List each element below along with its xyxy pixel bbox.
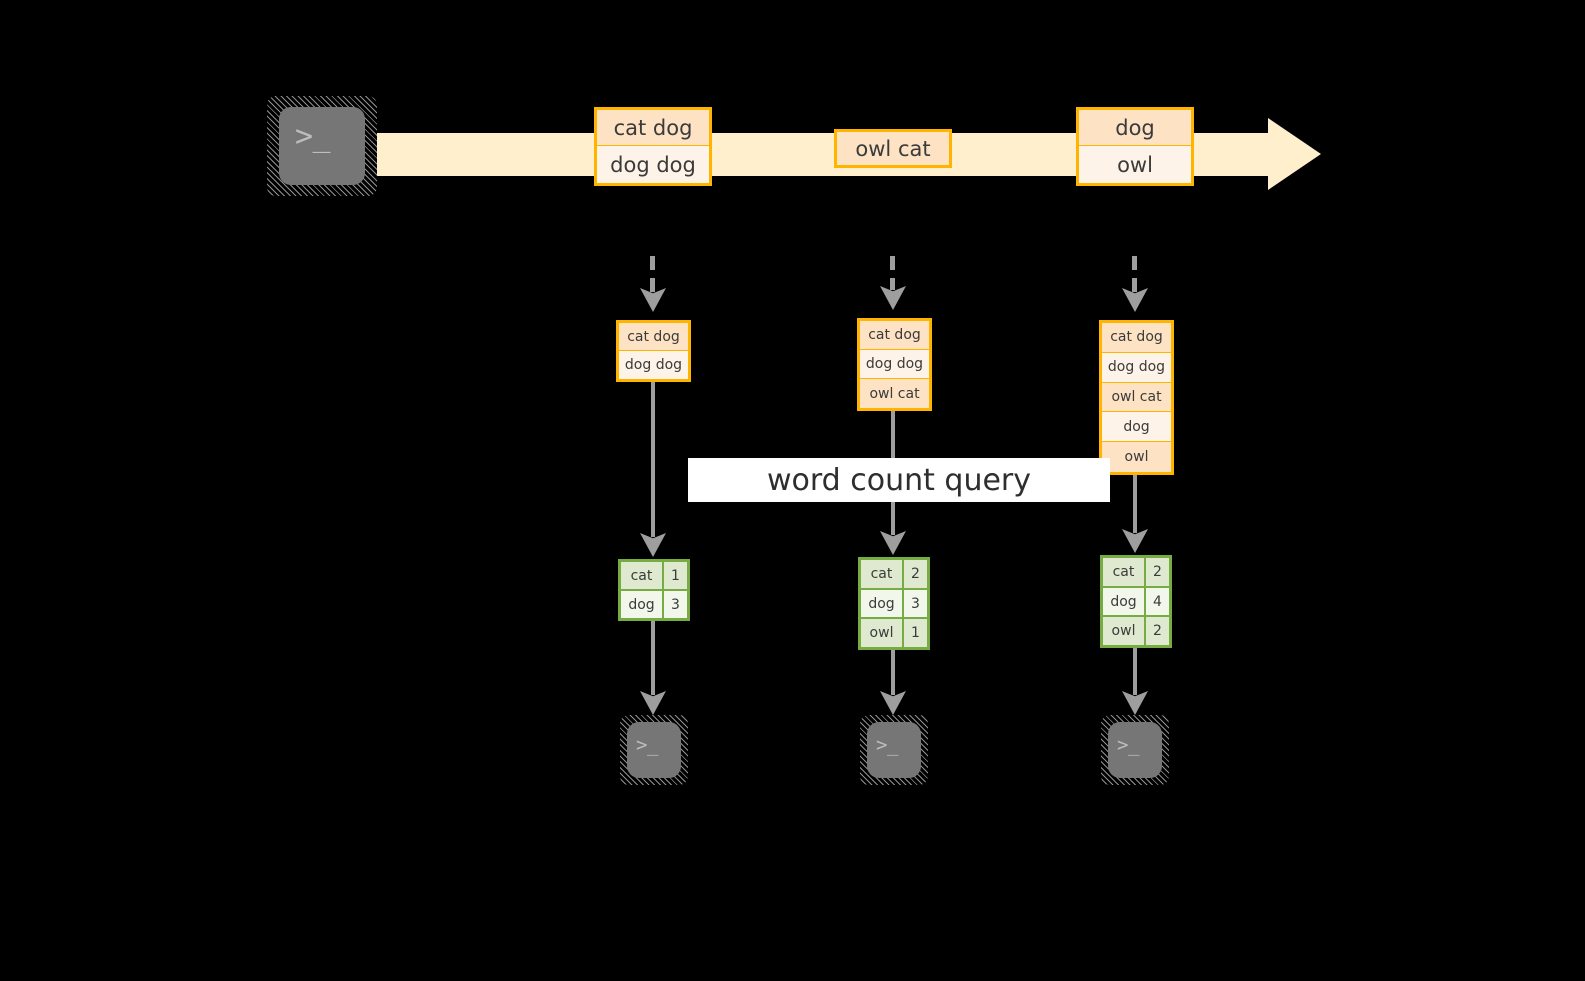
terminal-prompt-icon: >_ bbox=[295, 119, 331, 154]
buffer-record: owl cat bbox=[860, 379, 929, 408]
stream-record: owl cat bbox=[837, 132, 949, 165]
snapshot-1-result-table[interactable]: cat 1 dog 3 bbox=[618, 559, 690, 621]
buffer-record: dog dog bbox=[619, 351, 688, 379]
result-word: dog bbox=[861, 589, 904, 618]
terminal-prompt-icon: >_ bbox=[636, 734, 659, 756]
snapshot-1-query-line bbox=[651, 382, 655, 537]
snapshot-1-sink-terminal[interactable]: >_ bbox=[620, 715, 688, 785]
snapshot-3-sink-line bbox=[1133, 648, 1137, 695]
result-word: cat bbox=[861, 560, 904, 588]
result-word: dog bbox=[1103, 587, 1146, 616]
snapshot-3-sink-terminal[interactable]: >_ bbox=[1101, 715, 1169, 785]
terminal-screen bbox=[867, 722, 921, 778]
table-row: cat 1 bbox=[621, 562, 687, 591]
terminal-screen bbox=[279, 107, 365, 185]
stream-record: cat dog bbox=[597, 110, 709, 147]
buffer-record: cat dog bbox=[1102, 323, 1171, 353]
result-word: owl bbox=[861, 619, 904, 648]
table-row: owl 1 bbox=[861, 619, 927, 648]
result-word: cat bbox=[621, 562, 664, 589]
terminal-screen bbox=[627, 722, 681, 778]
result-count: 2 bbox=[904, 560, 927, 588]
snapshot-2-tap-line bbox=[890, 256, 895, 290]
table-row: dog 3 bbox=[861, 589, 927, 620]
buffer-record: owl cat bbox=[1102, 382, 1171, 413]
stream-group-1[interactable]: cat dog dog dog bbox=[594, 107, 712, 186]
stream-record: dog bbox=[1079, 110, 1191, 147]
snapshot-3-input-buffer[interactable]: cat dog dog dog owl cat dog owl bbox=[1099, 320, 1174, 475]
result-word: cat bbox=[1103, 558, 1146, 586]
snapshot-2-input-buffer[interactable]: cat dog dog dog owl cat bbox=[857, 318, 932, 411]
result-count: 3 bbox=[904, 589, 927, 618]
snapshot-2-result-table[interactable]: cat 2 dog 3 owl 1 bbox=[858, 557, 930, 650]
snapshot-2-sink-terminal[interactable]: >_ bbox=[860, 715, 928, 785]
query-label-band: word count query bbox=[688, 458, 1110, 502]
table-row: owl 2 bbox=[1103, 617, 1169, 646]
stream-group-3[interactable]: dog owl bbox=[1076, 107, 1194, 186]
result-count: 1 bbox=[664, 562, 687, 589]
result-count: 4 bbox=[1146, 587, 1169, 616]
source-terminal[interactable]: >_ bbox=[267, 96, 377, 196]
terminal-prompt-icon: >_ bbox=[876, 734, 899, 756]
result-count: 2 bbox=[1146, 558, 1169, 586]
snapshot-3-tap-line bbox=[1132, 256, 1137, 292]
snapshot-2-sink-line bbox=[891, 650, 895, 695]
stream-arrow-head bbox=[1268, 118, 1321, 190]
snapshot-3-query-line bbox=[1133, 475, 1137, 533]
result-word: dog bbox=[621, 591, 664, 618]
result-count: 1 bbox=[904, 619, 927, 648]
buffer-record: owl bbox=[1102, 442, 1171, 473]
table-row: dog 3 bbox=[621, 591, 687, 618]
stream-record: dog dog bbox=[597, 146, 709, 183]
buffer-record: dog dog bbox=[1102, 352, 1171, 383]
snapshot-3-result-table[interactable]: cat 2 dog 4 owl 2 bbox=[1100, 555, 1172, 648]
buffer-record: dog bbox=[1102, 412, 1171, 443]
result-word: owl bbox=[1103, 617, 1146, 646]
table-row: cat 2 bbox=[861, 560, 927, 590]
snapshot-1-sink-line bbox=[651, 621, 655, 695]
result-count: 2 bbox=[1146, 617, 1169, 646]
buffer-record: cat dog bbox=[619, 323, 688, 352]
buffer-record: cat dog bbox=[860, 321, 929, 351]
result-count: 3 bbox=[664, 591, 687, 618]
snapshot-1-input-buffer[interactable]: cat dog dog dog bbox=[616, 320, 691, 382]
stream-record: owl bbox=[1079, 146, 1191, 183]
table-row: dog 4 bbox=[1103, 587, 1169, 618]
terminal-prompt-icon: >_ bbox=[1117, 734, 1140, 756]
table-row: cat 2 bbox=[1103, 558, 1169, 588]
snapshot-1-tap-line bbox=[650, 256, 655, 292]
stream-group-2[interactable]: owl cat bbox=[834, 129, 952, 168]
buffer-record: dog dog bbox=[860, 350, 929, 380]
terminal-screen bbox=[1108, 722, 1162, 778]
